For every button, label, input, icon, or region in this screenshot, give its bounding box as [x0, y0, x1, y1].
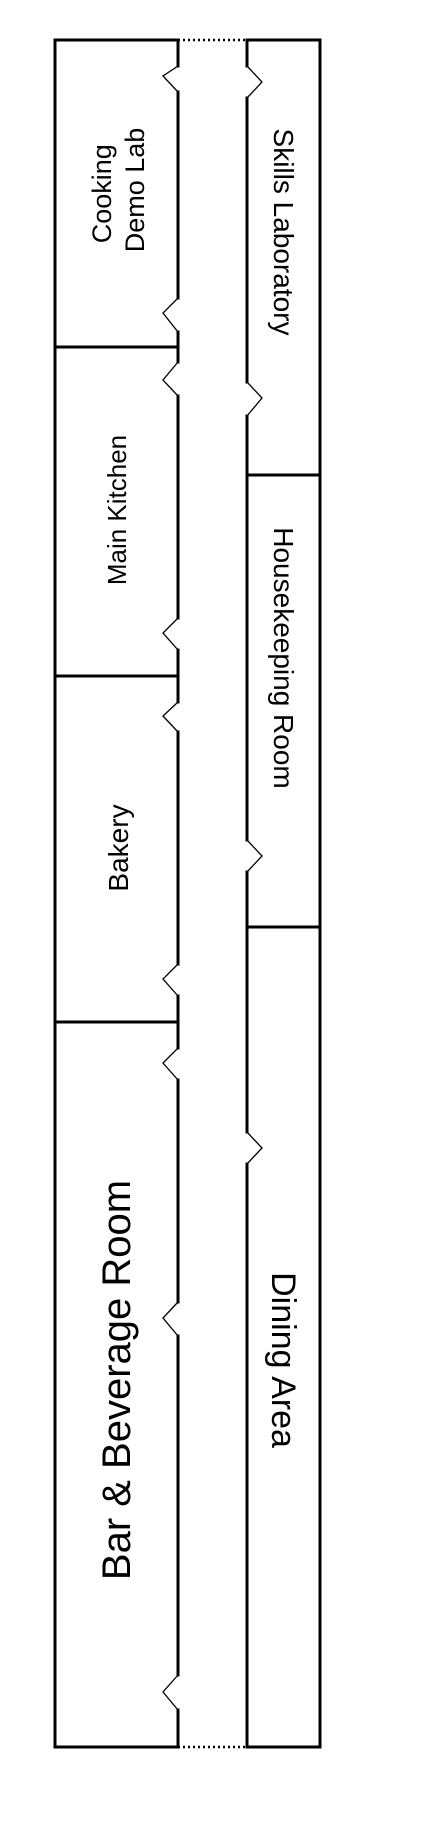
svg-text:Cooking Demo Lab: Cooking Demo Lab	[87, 128, 150, 253]
bakery-label: Bakery	[103, 804, 134, 891]
right-doors	[246, 65, 263, 1165]
dining-area-label: Dining Area	[264, 1272, 302, 1448]
door-kitchen-bottom	[162, 617, 179, 651]
door-skills-bottom	[246, 381, 263, 417]
left-wing-walls	[53, 38, 180, 1749]
right-wing-walls	[245, 38, 322, 1749]
door-bakery-top	[162, 701, 179, 733]
door-bar-top	[162, 1047, 179, 1081]
door-housekeeping	[246, 839, 263, 873]
door-bar-bottom	[162, 1674, 179, 1711]
cooking-demo-lab-label-line1: Cooking	[87, 144, 117, 243]
housekeeping-room-label: Housekeeping Room	[268, 527, 299, 789]
door-skills-top	[246, 65, 263, 99]
door-bakery-bottom	[162, 963, 179, 997]
door-bar-middle	[162, 1301, 179, 1337]
main-kitchen-label: Main Kitchen	[102, 435, 132, 585]
door-cooking-bottom	[162, 297, 179, 333]
door-cooking-top	[162, 65, 179, 93]
left-doors	[162, 65, 179, 1711]
door-kitchen-top	[162, 361, 179, 397]
door-dining	[246, 1131, 263, 1165]
bar-beverage-room-label: Bar & Beverage Room	[95, 1180, 139, 1580]
cooking-demo-lab-label-line2: Demo Lab	[120, 128, 150, 253]
room-cooking-demo-lab: Cooking Demo Lab	[87, 128, 150, 253]
skills-laboratory-label: Skills Laboratory	[268, 129, 299, 336]
